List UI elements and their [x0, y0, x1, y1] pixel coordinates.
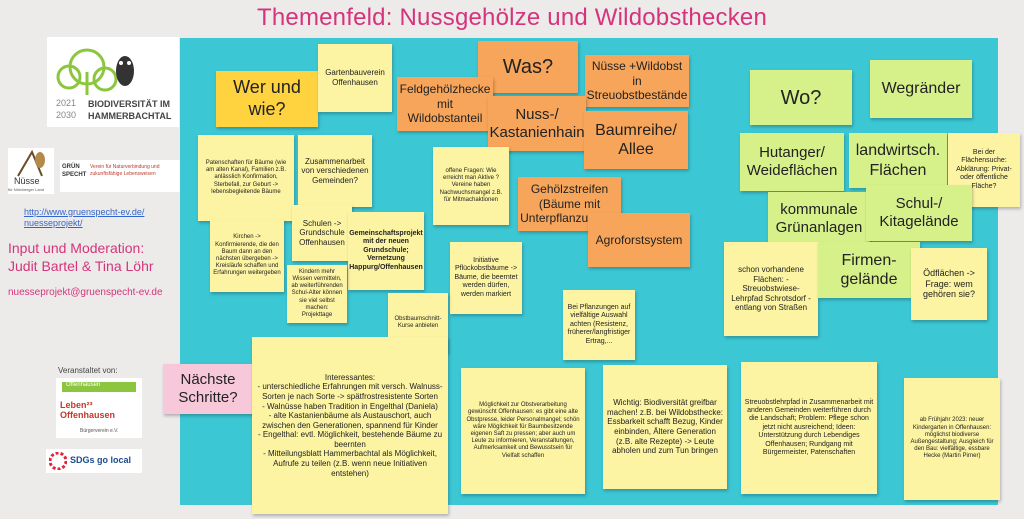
note-was[interactable]: Was? [478, 41, 578, 93]
gruenspecht-desc: Verein für Naturverbindung und zukunftsf… [90, 164, 160, 177]
nuesse-sub: für Nürnberger Land [8, 187, 45, 192]
note-wo[interactable]: Wo? [750, 70, 852, 125]
note-obstverarbeitung[interactable]: Möglichkeit zur Obstverarbeitung gewünsc… [461, 368, 585, 494]
note-streuobstlehrpfad[interactable]: Streuobstlehrpfad in Zusammenarbeit mit … [741, 362, 877, 494]
note-landwirtsch[interactable]: landwirtsch. Flächen [849, 133, 947, 188]
note-pflanzungen[interactable]: Bei Pflanzungen auf vielfältige Auswahl … [563, 290, 635, 360]
note-wegraender[interactable]: Wegränder [870, 60, 972, 118]
note-naechste-schritte[interactable]: Nächste Schritte? [163, 364, 253, 414]
note-interessantes[interactable]: Interessantes: - unterschiedliche Erfahr… [252, 337, 448, 514]
nuesse-label: Nüsse [14, 176, 40, 186]
note-kindergarten[interactable]: ab Frühjahr 2023: neuer Kindergarten in … [904, 378, 1000, 500]
note-agroforstsystem[interactable]: Agroforstsystem [588, 213, 690, 267]
note-schulen[interactable]: Schulen -> Grundschule Offenhausen [292, 205, 352, 261]
note-zusammenarbeit[interactable]: Zusammenarbeit von verschiedenen Gemeind… [298, 135, 372, 207]
organizer-label: Veranstaltet von: [58, 366, 118, 375]
note-firmengelaende[interactable]: Firmen-gelände [818, 242, 920, 298]
moderation-line1: Input und Moderation: [8, 240, 145, 256]
tree-owl-icon [56, 48, 134, 95]
note-wichtig-biodiversitaet[interactable]: Wichtig: Biodiversität greifbar machen! … [603, 365, 727, 489]
note-schul-kitagelaende[interactable]: Schul-/ Kitagelände [866, 185, 972, 241]
logo-name-line2: HAMMERBACHTAL [88, 111, 172, 121]
gruenspecht-name: GRÜN SPECHT [62, 164, 87, 178]
note-nuss-kastanienhain[interactable]: Nuss-/ Kastanienhain [488, 96, 586, 151]
nut-branch-icon [17, 149, 45, 177]
note-wer-und-wie[interactable]: Wer und wie? [216, 71, 318, 127]
leben-offenhausen-logo: Offenhausen Leben²³ Offenhausen Bürgerve… [56, 378, 142, 438]
note-hutanger[interactable]: Hutanger/ Weideflächen [740, 133, 844, 191]
note-baumreihe-allee[interactable]: Baumreihe/ Allee [584, 111, 688, 169]
note-schon-vorhanden[interactable]: schon vorhandene Flächen: - Streuobstwie… [724, 242, 818, 336]
note-kirchen[interactable]: Kirchen -> Konfirmierende, die den Baum … [210, 220, 284, 292]
note-kommunale-gruenanlagen[interactable]: kommunale Grünanlagen [768, 192, 870, 245]
page-title: Themenfeld: Nussgehölze und Wildobstheck… [256, 4, 768, 31]
logo1-main: Leben²³ Offenhausen [60, 400, 116, 420]
sdgs-logo: SDGs go local [46, 449, 142, 473]
note-initiative-pflueckobst[interactable]: Initiative Pflückobstbäume -> Bäume, die… [450, 242, 522, 314]
sdgs-label: SDGs go local [70, 455, 132, 465]
logo1-top: Offenhausen [66, 382, 101, 388]
sdg-wheel-icon [49, 452, 67, 470]
website-link-2[interactable]: nuesseprojekt/ [24, 218, 83, 228]
logo1-sub: Bürgerverein e.V. [80, 428, 119, 434]
gruenspecht-logo: GRÜN SPECHT Verein für Naturverbindung u… [60, 160, 180, 192]
logo-name-line1: BIODIVERSITÄT IM [88, 99, 171, 109]
note-offene-fragen[interactable]: offene Fragen: Wie erreicht man Aktive ?… [433, 147, 509, 225]
email-link[interactable]: nuesseprojekt@gruenspecht-ev.de [8, 287, 163, 298]
note-kindern-wissen[interactable]: Kindern mehr Wissen vermitteln, ab weite… [287, 265, 347, 323]
note-nuesse-wildobst[interactable]: Nüsse +Wildobst in Streuobstbestände [585, 55, 689, 107]
note-gemeinschaftsprojekt[interactable]: Gemeinschaftsprojekt mit der neuen Grund… [348, 212, 424, 290]
note-oedflaechen[interactable]: Ödflächen -> Frage: wem gehören sie? [911, 248, 987, 320]
note-feldgehoelzhecke[interactable]: Feldgehölzhecke mit Wildobstanteil [397, 77, 493, 131]
note-gartenbauverein[interactable]: Gartenbauverein Offenhausen [318, 44, 392, 112]
nuesse-logo: Nüsse für Nürnberger Land [8, 148, 54, 194]
moderation-line2: Judit Bartel & Tina Löhr [8, 258, 154, 274]
website-link[interactable]: http://www.gruenspecht-ev.de/ [24, 207, 145, 217]
note-patenschaften[interactable]: Patenschaften für Bäume (wie am alten Ka… [198, 135, 294, 221]
